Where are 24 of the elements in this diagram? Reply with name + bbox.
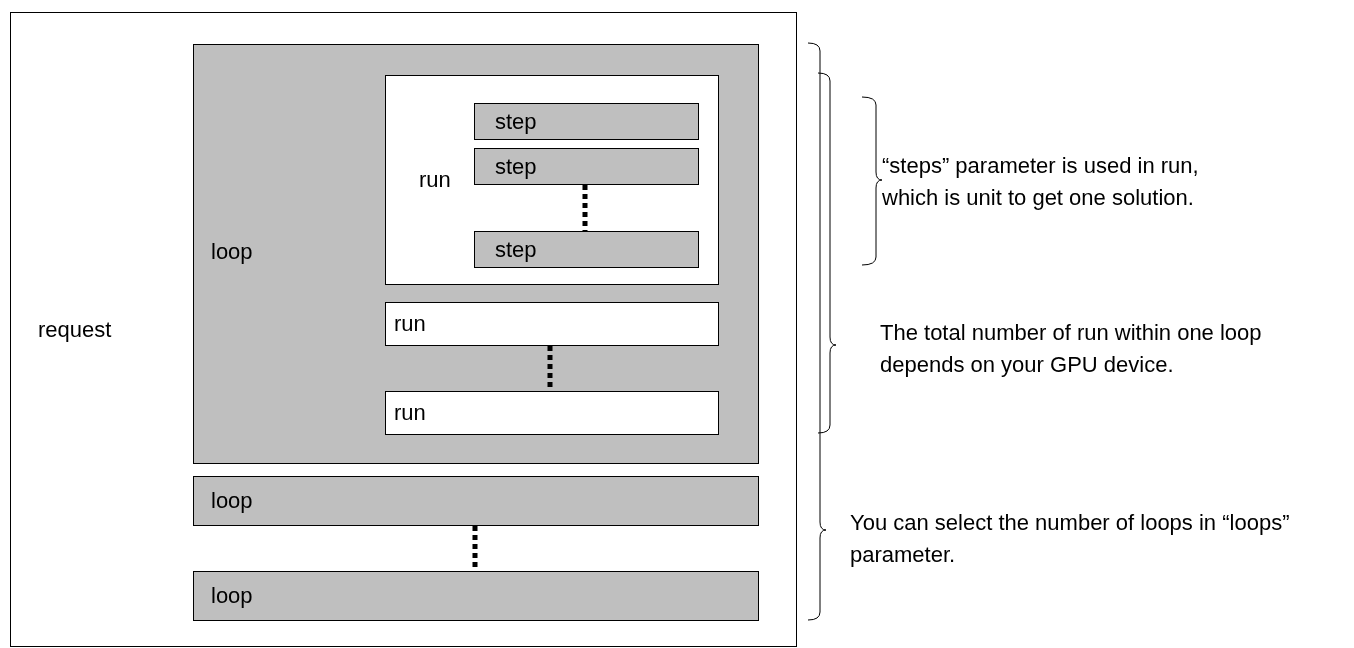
dotted-connector <box>582 185 588 231</box>
loop-box <box>193 476 759 526</box>
note-text: You can select the number of loops in “loops” parameter. <box>850 509 1291 569</box>
box-label: run <box>394 310 426 338</box>
step-box <box>474 148 699 185</box>
box-label: step <box>495 152 537 181</box>
box-label: loop <box>211 582 253 610</box>
run-box <box>385 302 719 346</box>
loop-box <box>193 44 759 464</box>
box-label: loop <box>211 487 253 515</box>
request-box <box>10 12 797 647</box>
note-text: The total number of run within one loop depends on your GPU device. <box>880 319 1263 379</box>
box-label: run <box>419 166 451 194</box>
step-box <box>474 231 699 268</box>
run-box <box>385 75 719 285</box>
run-box <box>385 391 719 435</box>
loop-box <box>193 571 759 621</box>
box-label: step <box>495 107 537 136</box>
note-text: “steps” parameter is used in run, which is unit to get one solution. <box>882 152 1200 212</box>
box-label: loop <box>211 238 253 266</box>
box-label: step <box>495 235 537 264</box>
step-box <box>474 103 699 140</box>
box-label: request <box>38 315 112 344</box>
box-label: run <box>394 399 426 427</box>
